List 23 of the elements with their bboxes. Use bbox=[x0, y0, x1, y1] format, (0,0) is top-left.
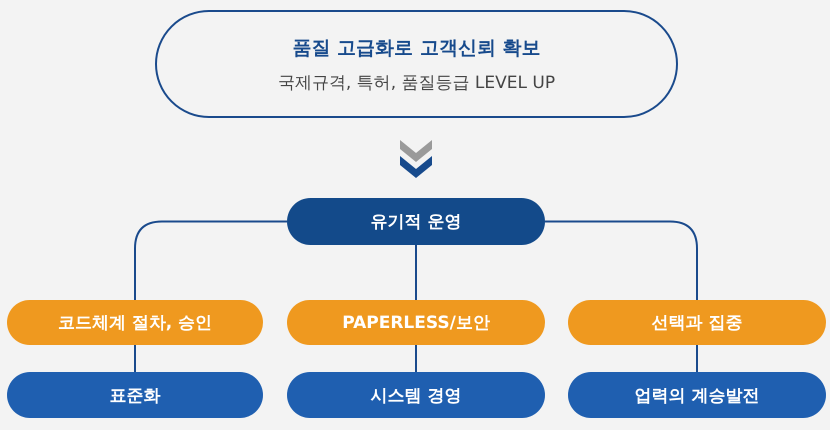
node-label: 품질 고급화로 고객신뢰 확보 bbox=[292, 36, 540, 60]
connector-line bbox=[415, 345, 417, 372]
goal-pill bbox=[155, 10, 678, 118]
node-label: 유기적 운영 bbox=[370, 211, 462, 233]
node-label: 선택과 집중 bbox=[652, 312, 742, 334]
category-pill bbox=[7, 300, 263, 345]
node-label: 시스템 경영 bbox=[370, 384, 462, 406]
node-subtitle: 국제규격, 특허, 품질등급 LEVEL UP bbox=[278, 72, 556, 94]
category-pill bbox=[287, 300, 545, 345]
result-pill bbox=[7, 372, 263, 418]
node-label: 표준화 bbox=[110, 384, 160, 406]
connector-line bbox=[134, 220, 287, 300]
connector-line bbox=[415, 245, 417, 300]
double-chevron-arrow bbox=[400, 140, 432, 178]
hub-pill bbox=[287, 198, 545, 245]
node-label: 업력의 계승발전 bbox=[634, 384, 760, 406]
category-pill bbox=[568, 300, 826, 345]
node-label: 코드체계 절차, 승인 bbox=[58, 312, 212, 334]
connector-line bbox=[696, 345, 698, 372]
node-label: PAPERLESS/보안 bbox=[342, 312, 490, 334]
result-pill bbox=[287, 372, 545, 418]
connector-line bbox=[134, 345, 136, 372]
result-pill bbox=[568, 372, 826, 418]
